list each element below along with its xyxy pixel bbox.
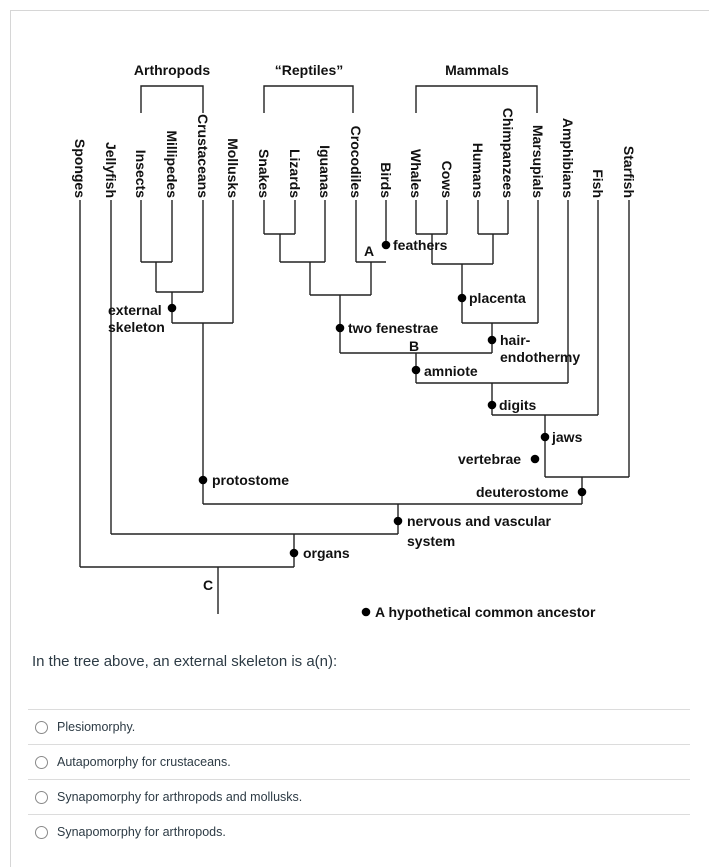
taxon-marsupials: Marsupials [530,125,546,198]
ancestor-dots [167,240,587,617]
content-frame [10,10,709,867]
radio-button-1[interactable] [35,720,48,734]
radio-button-4[interactable] [35,825,48,839]
legend-dot [361,607,371,617]
taxa-labels: Sponges Jellyfish Insects Millipedes Cru… [72,108,637,198]
radio-button-2[interactable] [35,755,48,769]
answer-label-1: Plesiomorphy. [57,720,136,734]
trait-vertebrae: vertebrae [458,451,521,467]
answer-option-2[interactable]: Autapomorphy for crustaceans. [28,744,690,779]
answer-options: Plesiomorphy. Autapomorphy for crustacea… [28,709,690,849]
dot-deuterostome [577,487,587,497]
trait-digits: digits [499,397,537,413]
taxon-humans: Humans [470,143,486,198]
dot-placenta [457,293,467,303]
dot-vertebrae [530,454,540,464]
trait-labels: external skeleton feathers placenta two … [108,237,583,561]
taxon-chimpanzees: Chimpanzees [500,108,516,198]
trait-jaws: jaws [551,429,583,445]
taxon-crocodiles: Crocodiles [348,126,364,199]
taxon-starfish: Starfish [621,146,637,198]
trait-protostome: protostome [212,472,289,488]
trait-hair: hair- [500,332,531,348]
taxon-amphibians: Amphibians [560,118,576,198]
phylogenetic-tree: Arthropods “Reptiles” Mammals Sponges Je… [72,62,637,620]
taxon-jellyfish: Jellyfish [103,142,119,198]
taxon-whales: Whales [408,149,424,198]
trait-two-fenestrae: two fenestrae [348,320,438,336]
dot-amniote [411,365,421,375]
node-letters: A B C [203,243,419,593]
node-letter-b: B [409,338,419,354]
taxon-fish: Fish [590,169,606,198]
taxon-snakes: Snakes [256,149,272,198]
trait-nervous-vascular: nervous and vascular [407,513,552,529]
dot-external-skeleton [167,303,177,313]
dot-feathers [381,240,391,250]
taxon-lizards: Lizards [287,149,303,198]
answer-label-2: Autapomorphy for crustaceans. [57,755,231,769]
dot-digits [487,400,497,410]
trait-amniote: amniote [424,363,478,379]
dot-jaws [540,432,550,442]
legend-text: A hypothetical common ancestor [375,604,596,620]
trait-organs: organs [303,545,350,561]
trait-endothermy: endothermy [500,349,580,365]
tree-branches [79,85,630,614]
answer-label-3: Synapomorphy for arthropods and mollusks… [57,790,303,804]
radio-button-3[interactable] [35,790,48,804]
group-arthropods: Arthropods [134,62,210,78]
trait-placenta: placenta [469,290,526,306]
trait-skeleton: skeleton [108,319,165,335]
taxon-iguanas: Iguanas [317,145,333,198]
taxon-millipedes: Millipedes [164,130,180,198]
dot-hair-endothermy [487,335,497,345]
taxon-mollusks: Mollusks [225,138,241,198]
group-labels: Arthropods “Reptiles” Mammals [134,62,509,78]
trait-system: system [407,533,455,549]
taxon-insects: Insects [133,150,149,198]
trait-feathers: feathers [393,237,448,253]
taxon-sponges: Sponges [72,139,88,198]
group-mammals: Mammals [445,62,509,78]
question-text: In the tree above, an external skeleton … [32,653,338,670]
dot-nervous-system [393,516,403,526]
answer-option-3[interactable]: Synapomorphy for arthropods and mollusks… [28,779,690,814]
answer-option-4[interactable]: Synapomorphy for arthropods. [28,814,690,849]
answer-option-1[interactable]: Plesiomorphy. [28,709,690,744]
group-reptiles: “Reptiles” [275,62,343,78]
dot-organs [289,548,299,558]
trait-external: external [108,302,162,318]
taxon-birds: Birds [378,162,394,198]
trait-deuterostome: deuterostome [476,484,569,500]
node-letter-a: A [364,243,374,259]
taxon-crustaceans: Crustaceans [195,114,211,198]
dot-two-fenestrae [335,323,345,333]
node-letter-c: C [203,577,213,593]
dot-protostome [198,475,208,485]
answer-label-4: Synapomorphy for arthropods. [57,825,226,839]
taxon-cows: Cows [439,161,455,199]
